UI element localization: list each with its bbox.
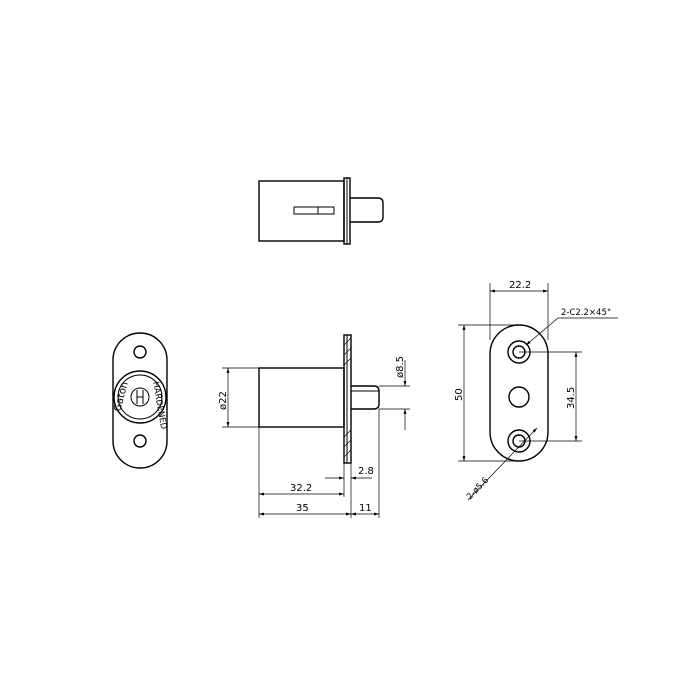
front-view: Gaton HARDENED <box>112 332 168 469</box>
dim-plate-height: 50 <box>454 388 465 401</box>
side-body <box>258 367 345 428</box>
dim-pin-len: 11 <box>359 503 372 514</box>
top-body <box>258 180 345 242</box>
lock-brand-text: Gaton <box>112 381 130 413</box>
back-center-hole <box>508 386 530 408</box>
lock-cylinder-outer <box>113 370 167 424</box>
dim-flange-thk: 2.8 <box>358 466 374 477</box>
keyway <box>136 390 144 404</box>
top-pin <box>350 197 384 223</box>
dim-chamfer: 2-C2.2×45° <box>561 308 611 318</box>
lock-hardened-text: HARDENED <box>150 381 168 431</box>
top-slot <box>293 206 335 215</box>
dim-plate-width: 22.2 <box>509 280 531 291</box>
key-plug <box>130 387 150 407</box>
dim-holes: 2-ø5.6 <box>465 476 491 503</box>
dim-body-dia: ø22 <box>218 391 229 410</box>
dim-pin-dia: ø8.5 <box>395 356 406 378</box>
dim-body-len: 32.2 <box>290 483 312 494</box>
front-plate-outline <box>112 332 168 469</box>
side-pin <box>351 385 380 410</box>
top-view <box>258 177 384 245</box>
back-plate-view: 22.2 50 34.5 2-C2.2×45° 2-ø5.6 <box>454 280 618 502</box>
lock-cylinder-inner <box>117 374 163 420</box>
mount-hole-top <box>133 345 147 359</box>
mount-hole-bottom <box>133 434 147 448</box>
dim-total-len: 35 <box>296 503 309 514</box>
side-view: ø22 ø8.5 2.8 32.2 35 11 <box>218 334 410 518</box>
flange-hatch <box>343 337 352 458</box>
dim-hole-spacing: 34.5 <box>566 387 577 409</box>
